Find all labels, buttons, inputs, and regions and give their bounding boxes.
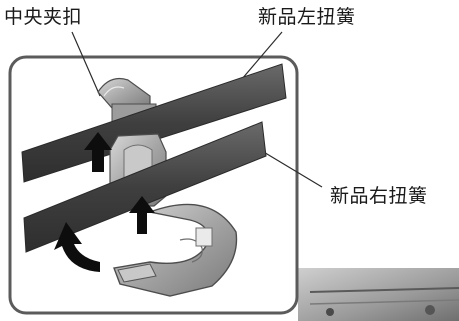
up-arrow-icon [84, 132, 112, 172]
up-arrow-icon [129, 196, 155, 234]
left-torsion-spring-bar [21, 63, 287, 183]
curved-arrow-icon [54, 222, 100, 272]
center-clip-label: 中央夹扣 [4, 6, 83, 28]
photo-corner-inset [298, 268, 459, 321]
lower-clip-bracket [113, 203, 238, 297]
new-left-torsion-spring-label: 新品左扭簧 [258, 6, 356, 28]
new-right-torsion-spring-label: 新品右扭簧 [330, 185, 428, 207]
leader-line-center-clip [71, 31, 101, 97]
right-torsion-spring-bar [23, 121, 267, 253]
